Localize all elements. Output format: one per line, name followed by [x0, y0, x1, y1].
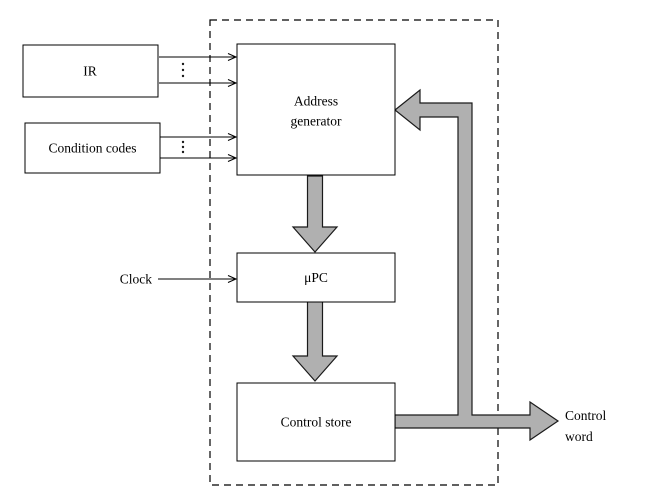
dashed-boundary [209, 19, 499, 486]
control-store-box [236, 382, 396, 462]
ir-label: IR [83, 64, 97, 79]
address-generator-label-line1: Address [294, 94, 338, 109]
condition-codes-wires-ellipsis [181, 140, 185, 154]
control-word-label-line2: word [565, 429, 593, 444]
control-word-label-line1: Control [565, 408, 607, 423]
control-store-label: Control store [281, 415, 352, 430]
address-generator-label-line2: generator [291, 114, 342, 129]
condition-codes-label: Condition codes [48, 141, 136, 156]
upc-label: μPC [304, 270, 328, 285]
condition-codes-to-address-wire-2 [160, 154, 238, 162]
address-generator-box [236, 43, 396, 176]
feedback-and-control-word-bus-arrow [394, 88, 560, 442]
address-generator-to-upc-bus-arrow [291, 175, 339, 253]
ir-to-address-wire-1 [159, 53, 238, 61]
upc-to-control-store-bus-arrow [291, 300, 339, 382]
condition-codes-box [24, 122, 161, 174]
ir-wires-ellipsis [181, 62, 185, 78]
upc-box [236, 252, 396, 303]
condition-codes-to-address-wire-1 [160, 133, 238, 141]
ir-box [22, 44, 159, 98]
ir-to-address-wire-2 [159, 79, 238, 87]
clock-label: Clock [120, 272, 152, 287]
clock-to-upc-wire [158, 275, 238, 283]
